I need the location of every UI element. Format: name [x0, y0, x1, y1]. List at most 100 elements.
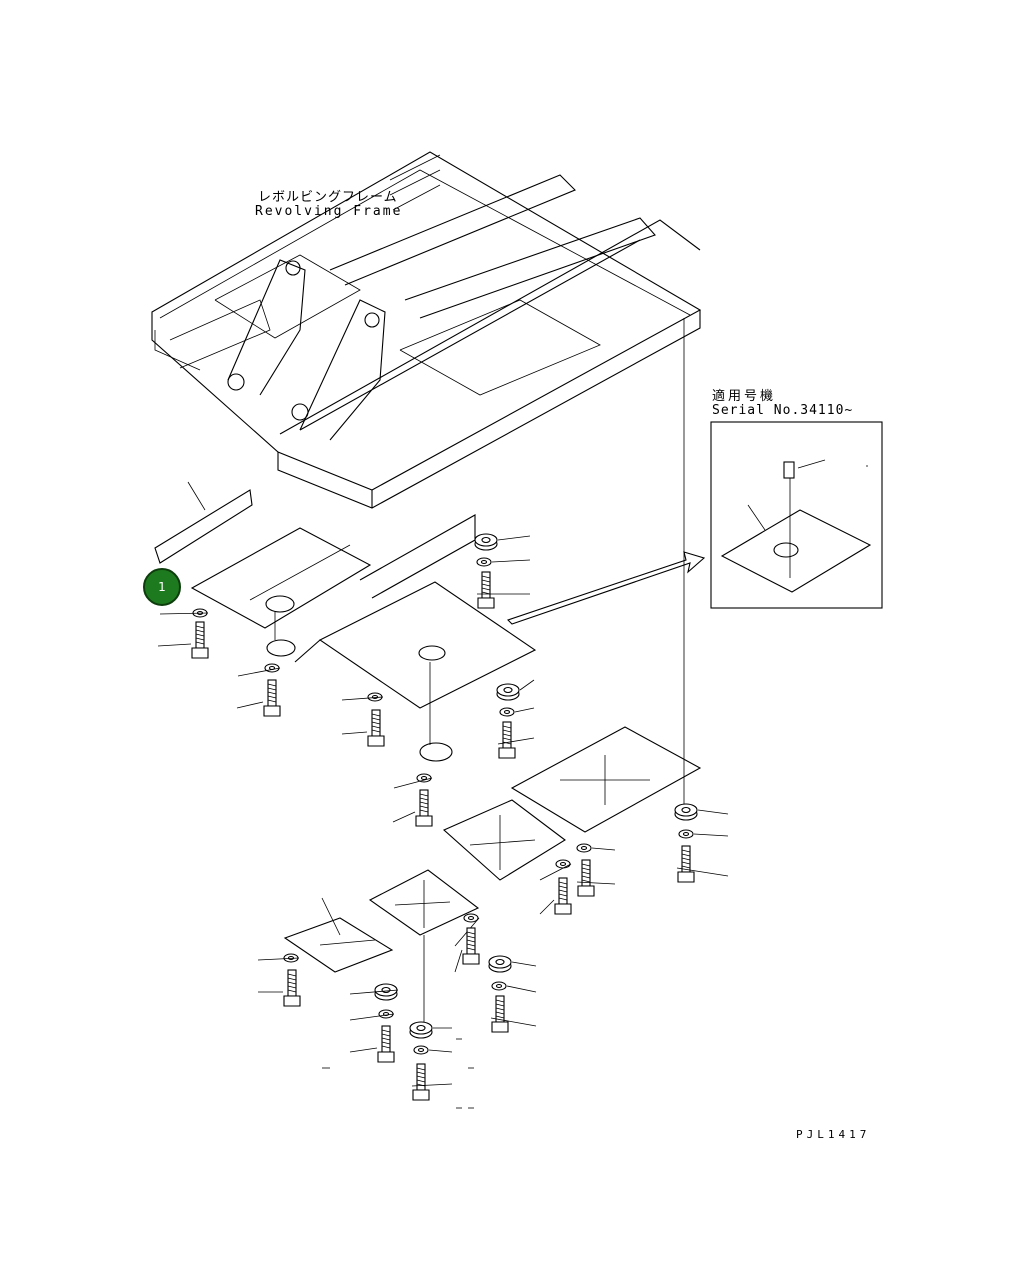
bolt-thread	[419, 805, 429, 809]
rubber-mount-icon	[381, 986, 391, 994]
leader-line	[591, 847, 616, 851]
bolt-thread	[419, 801, 429, 805]
bolt-thread	[581, 879, 591, 883]
bolt-thread	[558, 885, 568, 889]
bolt-head-icon	[377, 1051, 395, 1063]
bolt-head-icon	[283, 995, 301, 1007]
rubber-mount-icon	[481, 536, 491, 544]
washer-icon	[491, 981, 507, 991]
bolt-head-icon	[462, 953, 480, 965]
washer-icon	[682, 831, 690, 837]
leader-line	[490, 1017, 537, 1027]
bolt-thread	[371, 721, 381, 725]
rubber-mount-icon	[495, 958, 505, 966]
bolt-thread	[267, 691, 277, 695]
floor-plate-3	[510, 726, 702, 833]
bolt-thread	[681, 849, 691, 853]
rubber-mount-icon	[474, 533, 498, 547]
bolt-thread	[195, 629, 205, 633]
revolving-frame	[151, 151, 702, 509]
bolt-thread	[287, 981, 297, 985]
washer-icon	[416, 773, 432, 783]
leader-line	[392, 811, 416, 823]
leader-line	[157, 643, 192, 647]
bolt-thread	[267, 687, 277, 691]
washer-icon	[499, 707, 515, 717]
leader-line	[514, 707, 535, 713]
bolt-thread	[195, 637, 205, 641]
leader-line	[349, 1013, 395, 1021]
bolt-thread	[502, 733, 512, 737]
leader-line	[497, 535, 531, 541]
frame-label-ja: レボルビングフレーム	[258, 190, 398, 205]
callout-number: 1	[158, 580, 166, 594]
washer-icon	[467, 915, 475, 921]
floor-plate-2	[294, 514, 537, 762]
bolt-thread	[481, 575, 491, 579]
bolt-thread	[466, 935, 476, 939]
bolt-thread	[419, 797, 429, 801]
bolt-thread	[502, 729, 512, 733]
washer-icon	[371, 694, 379, 700]
serial-inset	[710, 421, 883, 609]
bolt-thread	[502, 725, 512, 729]
leader-line	[539, 899, 555, 915]
leader-line	[341, 731, 368, 735]
bolt-thread	[581, 875, 591, 879]
serial-label-ja: 適用号機	[712, 389, 777, 404]
bolt-head-icon	[577, 885, 595, 897]
leader-line	[454, 949, 463, 973]
bolt-thread	[381, 1041, 391, 1045]
bolt-head-icon	[491, 1021, 509, 1033]
washer-icon	[420, 775, 428, 781]
bolt-thread	[416, 1067, 426, 1071]
bolt-thread	[581, 867, 591, 871]
bolt-thread	[371, 713, 381, 717]
bolt-thread	[681, 865, 691, 869]
bolt-thread	[581, 871, 591, 875]
leader-line	[341, 696, 384, 701]
bolt-thread	[381, 1033, 391, 1037]
bolt-thread	[287, 989, 297, 993]
bolt-thread	[267, 699, 277, 703]
bolt-thread	[466, 931, 476, 935]
bolt-head-icon	[191, 647, 209, 659]
bolt-thread	[502, 737, 512, 741]
leader-line	[411, 1083, 453, 1087]
serial-label-en: Serial No.34110~	[712, 403, 854, 418]
hardware-group	[157, 465, 868, 1109]
leader-line	[497, 737, 535, 745]
bolt-head-icon	[367, 735, 385, 747]
bolt-thread	[381, 1029, 391, 1033]
bolt-thread	[195, 641, 205, 645]
bolt-thread	[419, 809, 429, 813]
leader-line	[519, 679, 535, 691]
bolt-thread	[581, 863, 591, 867]
washer-icon	[503, 709, 511, 715]
washer-icon	[495, 983, 503, 989]
bolt-thread	[371, 725, 381, 729]
washer-icon	[480, 559, 488, 565]
leader-line	[576, 881, 616, 885]
washer-icon	[580, 845, 588, 851]
bolt-head-icon	[477, 597, 495, 609]
leader-line	[506, 985, 537, 993]
bolt-thread	[287, 973, 297, 977]
arrow-icon	[506, 551, 706, 625]
washer-icon	[559, 861, 567, 867]
bolt-thread	[416, 1079, 426, 1083]
washer-icon	[413, 1045, 429, 1055]
bolt-thread	[371, 717, 381, 721]
leader-line	[693, 833, 729, 837]
washer-icon	[463, 913, 479, 923]
bolt-thread	[481, 587, 491, 591]
washer-icon	[476, 557, 492, 567]
callout-1[interactable]: 1	[143, 568, 181, 606]
leader-line	[257, 957, 300, 961]
leader-line	[697, 809, 729, 815]
bolt-thread	[419, 793, 429, 797]
bolt-head-icon	[415, 815, 433, 827]
bolt-thread	[558, 881, 568, 885]
bolt-thread	[267, 683, 277, 687]
